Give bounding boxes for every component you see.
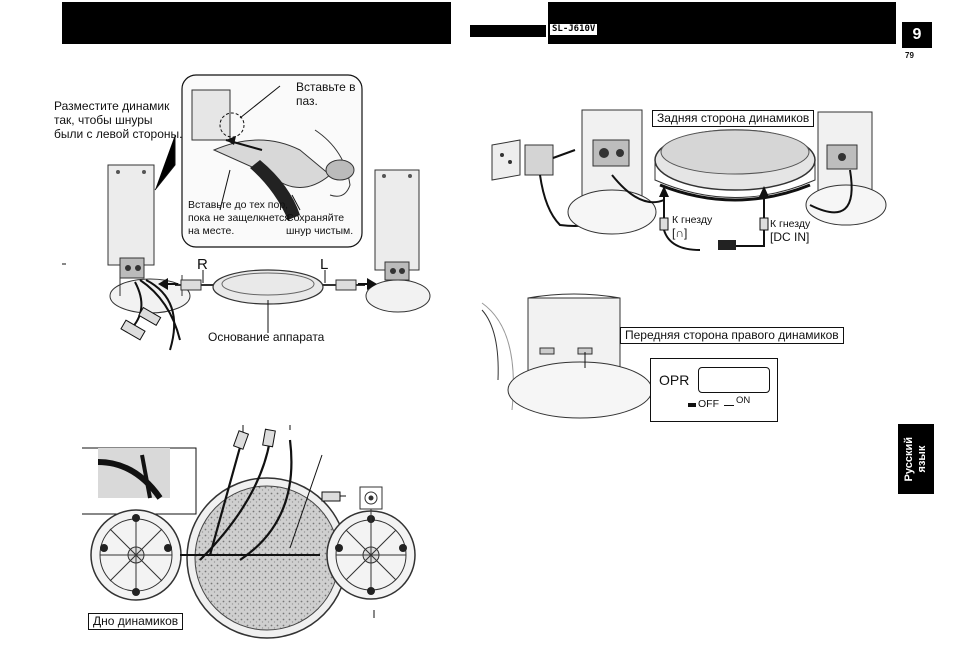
- left-header-bar: [62, 2, 451, 44]
- language-tab: Русский язык: [898, 424, 934, 494]
- callout-place-speaker: Разместите динамик так, чтобы шнуры были…: [54, 99, 183, 141]
- model-name: SL-J610V: [550, 24, 598, 35]
- speaker-bottom-label: Дно динамиков: [88, 613, 184, 630]
- on-position-marker: [724, 405, 734, 406]
- jack-headphone-label: К гнезду [∩]: [672, 214, 713, 240]
- label-r: R: [197, 256, 208, 273]
- right-header-bar-small: [470, 25, 546, 37]
- opr-label: OPR: [659, 372, 690, 388]
- page-number: 79: [905, 51, 914, 60]
- on-label: ON: [736, 395, 751, 406]
- callout-insert-until-click: Вставьте до тех пор, пока не защелкнется…: [188, 199, 290, 237]
- jack-dcin-label: К гнезду [DC IN]: [770, 218, 811, 244]
- off-label: OFF: [698, 398, 719, 410]
- front-right-speaker-label: Передняя сторона правого динамиков: [620, 327, 844, 344]
- label-l: L: [320, 256, 329, 273]
- rear-side-label: Задняя сторона динамиков: [652, 110, 815, 127]
- page-badge: 9: [902, 22, 932, 48]
- callout-insert-slot: Вставьте в паз.: [296, 80, 356, 108]
- off-position-marker: [688, 403, 696, 407]
- opr-switch[interactable]: [698, 367, 770, 393]
- page-badge-number: 9: [912, 26, 922, 43]
- right-header-bar: [548, 2, 896, 44]
- callout-keep-cord-clean: Сохраняйте шнур чистым.: [286, 212, 354, 237]
- base-unit-label: Основание аппарата: [208, 330, 325, 344]
